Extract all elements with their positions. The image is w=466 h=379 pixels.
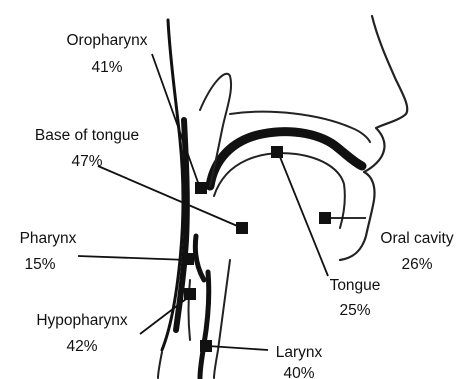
label-hypopharynx-name: Hypopharynx (36, 312, 128, 329)
label-oropharynx-name: Oropharynx (67, 32, 148, 49)
marker-hypopharynx (184, 288, 196, 300)
marker-oral-cavity (319, 212, 331, 224)
label-tongue-percent: 25% (339, 302, 370, 319)
larynx-wall (200, 272, 209, 378)
face-profile (340, 16, 407, 260)
leader-larynx (208, 346, 268, 350)
leader-pharynx (78, 256, 188, 260)
trachea-front (214, 260, 230, 378)
leader-hypopharynx (140, 296, 190, 334)
label-pharynx-percent: 15% (24, 256, 55, 273)
leader-oropharynx (152, 54, 200, 188)
label-base-of-tongue-percent: 47% (71, 153, 102, 170)
site-labels: Oropharynx 41% Base of tongue 47% Pharyn… (20, 32, 454, 379)
label-base-of-tongue-name: Base of tongue (35, 127, 139, 144)
leader-lines (78, 54, 366, 350)
marker-larynx (200, 340, 212, 352)
anatomy-drawing (158, 16, 407, 378)
site-markers (182, 146, 331, 352)
marker-oropharynx (195, 182, 207, 194)
palate (210, 132, 362, 186)
marker-base-of-tongue (236, 222, 248, 234)
label-larynx-percent: 40% (283, 365, 314, 379)
label-hypopharynx-percent: 42% (66, 338, 97, 355)
label-oral-cavity-name: Oral cavity (380, 230, 453, 247)
label-tongue-name: Tongue (330, 277, 381, 294)
leader-base-of-tongue (98, 166, 242, 228)
label-oropharynx-percent: 41% (91, 59, 122, 76)
epiglottis (195, 236, 204, 280)
neck-contour (158, 352, 162, 378)
label-oral-cavity-percent: 26% (401, 256, 432, 273)
marker-pharynx (182, 253, 194, 265)
label-larynx-name: Larynx (276, 344, 323, 361)
label-pharynx-name: Pharynx (20, 230, 77, 247)
marker-tongue (271, 146, 283, 158)
